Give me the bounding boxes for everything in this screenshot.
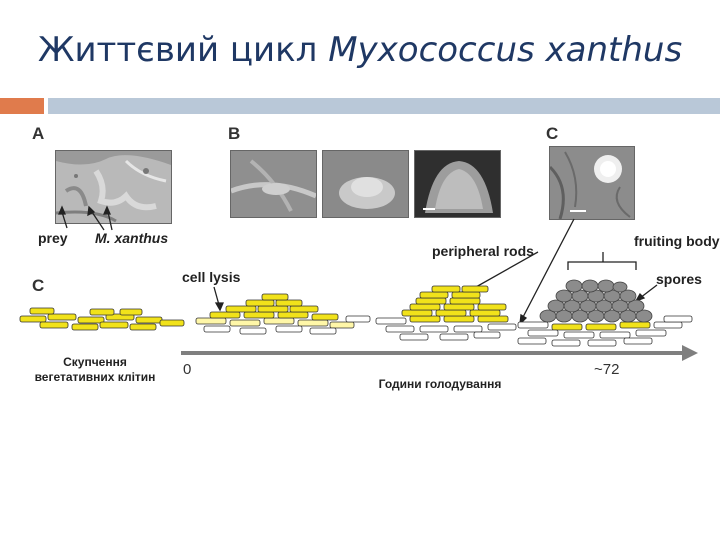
accent-bar-blue [48, 98, 720, 114]
early-aggregate [195, 293, 371, 335]
spores-cluster [539, 279, 653, 323]
panel-b-letter: B [228, 124, 241, 143]
panel-a-letter: A [32, 124, 45, 143]
panel-c-top-letter: C [546, 124, 559, 143]
label-peripheral-rods: peripheral rods [432, 243, 534, 259]
caption-aggregation: Скупчення вегетативних клітин [34, 355, 156, 384]
vegetative-cells [19, 307, 185, 331]
caption-starvation-hours: Години голодування [378, 377, 502, 391]
label-prey: prey [38, 230, 68, 246]
axis-end-label: ~72 [594, 361, 619, 378]
label-m-xanthus: M. xanthus [95, 230, 169, 246]
slide-title: Життєвий цикл Myxococcus xanthus [0, 30, 720, 70]
micrograph-aggregation-mound [322, 150, 409, 218]
label-fruiting-body: fruiting body [634, 233, 720, 249]
micrograph-fruiting-body-dome [414, 150, 501, 218]
mound-aggregate [375, 285, 517, 341]
micrograph-aggregation-early [230, 150, 317, 218]
micrograph-fruiting-body-with-rods [549, 146, 635, 220]
title-species: Myxococcus xanthus [328, 30, 683, 70]
title-main: Життєвий цикл [37, 30, 329, 70]
fruiting-body-rods [517, 315, 693, 347]
panel-c-bottom-letter: C [32, 276, 45, 295]
label-spores: spores [656, 271, 702, 287]
accent-bar-orange [0, 98, 44, 114]
timeline-arrowhead [682, 345, 698, 361]
axis-start-label: 0 [183, 361, 191, 378]
label-cell-lysis: cell lysis [182, 269, 241, 285]
